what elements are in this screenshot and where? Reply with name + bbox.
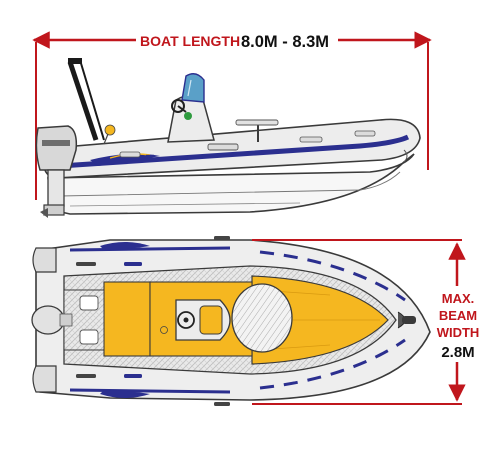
side-engine bbox=[35, 125, 78, 171]
top-bow-seat bbox=[231, 283, 293, 353]
boat-side-view: ▬▬ bbox=[35, 58, 421, 218]
beam-label-line-2: BEAM bbox=[439, 308, 477, 323]
side-windscreen bbox=[181, 73, 205, 103]
beam-label-line-1: MAX. bbox=[442, 291, 475, 306]
top-engine bbox=[31, 305, 65, 335]
top-deck-stern-yellow bbox=[103, 281, 151, 357]
length-dimension: BOAT LENGTH 8.0M - 8.3M bbox=[32, 31, 432, 200]
side-ski-pole bbox=[67, 61, 99, 141]
top-tube-stripes bbox=[69, 236, 406, 406]
beam-dimension: MAX. BEAM WIDTH 2.8M bbox=[252, 239, 480, 405]
beam-value: 2.8M bbox=[441, 344, 474, 361]
beam-label-line-3: WIDTH bbox=[437, 325, 480, 340]
side-hull bbox=[47, 153, 415, 215]
side-tube-stripe bbox=[59, 134, 410, 169]
length-label: BOAT LENGTH bbox=[140, 33, 240, 49]
svg-text:▬▬: ▬▬ bbox=[146, 152, 154, 157]
length-value: 8.0M - 8.3M bbox=[241, 33, 329, 51]
boat-top-view bbox=[31, 236, 431, 406]
